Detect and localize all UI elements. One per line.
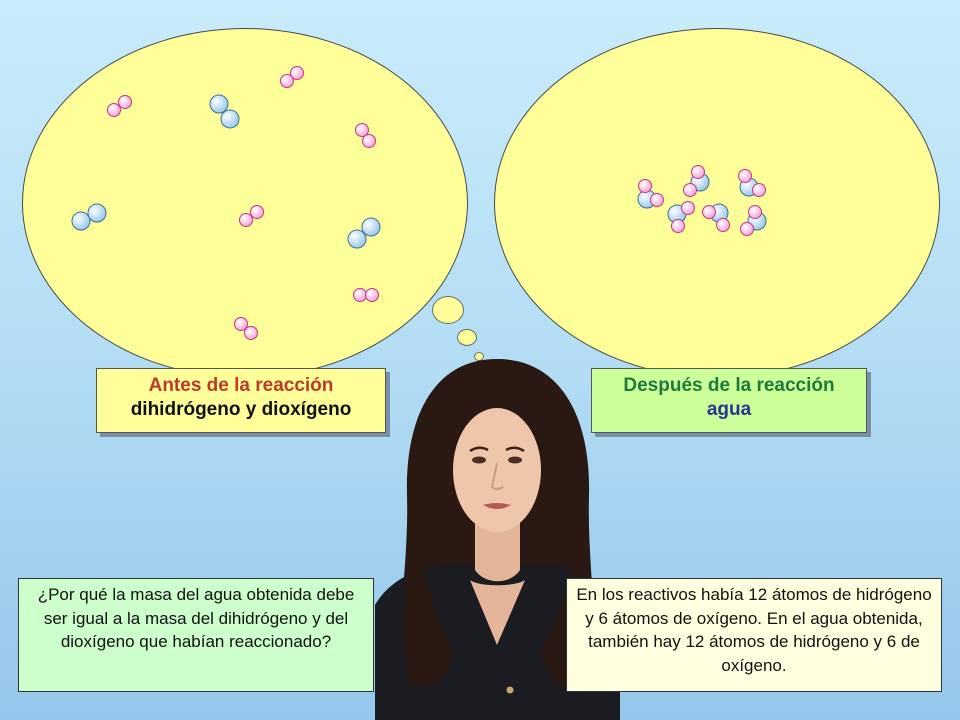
before-reaction-title: Antes de la reacción bbox=[148, 375, 334, 396]
after-reaction-title: Después de la reacción bbox=[623, 375, 835, 396]
person-illustration bbox=[375, 359, 620, 720]
answer-note: En los reactivos había 12 átomos de hidr… bbox=[566, 578, 942, 692]
hydrogen-molecule-icon bbox=[107, 95, 132, 117]
water-molecule-icon bbox=[702, 203, 730, 232]
water-molecule-icon bbox=[738, 169, 766, 197]
question-text: ¿Por qué la masa del agua obtenida debe … bbox=[37, 585, 355, 651]
water-molecule-icon bbox=[683, 165, 710, 197]
question-note: ¿Por qué la masa del agua obtenida debe … bbox=[18, 578, 374, 692]
hydrogen-molecule-icon bbox=[355, 123, 376, 148]
water-molecule-icon bbox=[667, 201, 695, 233]
hydrogen-molecule-icon bbox=[239, 205, 264, 227]
thought-circle-large bbox=[432, 296, 464, 324]
hydrogen-molecule-icon bbox=[353, 288, 379, 302]
answer-text: En los reactivos había 12 átomos de hidr… bbox=[576, 585, 932, 675]
hydrogen-molecule-icon bbox=[234, 317, 258, 340]
after-reaction-bubble bbox=[494, 28, 940, 378]
thought-circle-medium bbox=[457, 329, 477, 346]
oxygen-molecule-icon bbox=[209, 94, 240, 129]
water-molecule-icon bbox=[637, 179, 664, 209]
water-molecule-icon bbox=[740, 205, 767, 236]
oxygen-molecule-icon bbox=[347, 217, 381, 249]
thought-circle-small bbox=[474, 352, 484, 361]
before-reaction-label: Antes de la reacción dihidrógeno y dioxí… bbox=[96, 368, 386, 433]
oxygen-molecule-icon bbox=[71, 203, 107, 231]
before-reaction-substances: dihidrógeno y dioxígeno bbox=[130, 399, 352, 420]
after-reaction-label: Después de la reacción agua bbox=[591, 368, 867, 433]
after-reaction-substances: agua bbox=[706, 399, 752, 420]
hydrogen-molecule-icon bbox=[280, 66, 304, 88]
